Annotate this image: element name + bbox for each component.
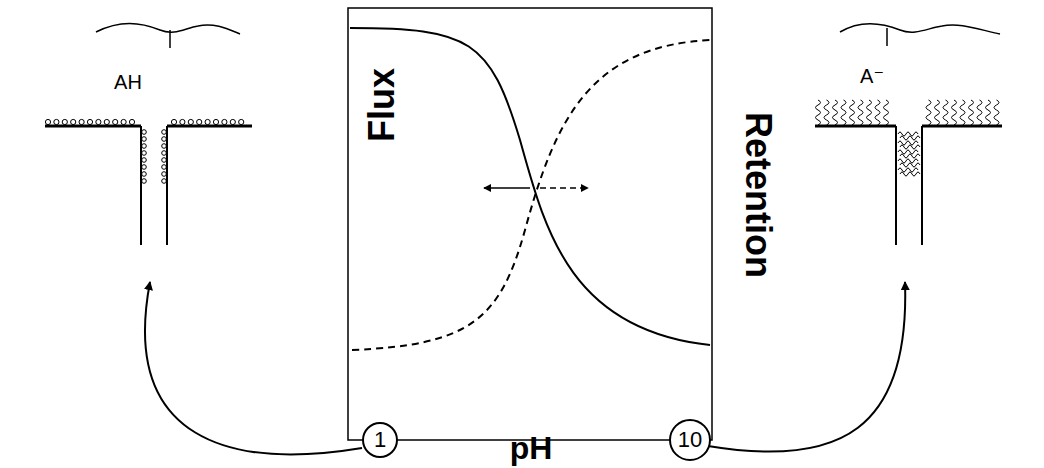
retention-arrow xyxy=(540,187,588,189)
curved-arrow xyxy=(145,282,362,454)
axis-label: pH xyxy=(510,432,553,464)
group-label: AH xyxy=(114,72,142,92)
axis-label: Flux xyxy=(364,68,400,142)
flux-arrow xyxy=(484,187,530,189)
ph-value: 1 xyxy=(374,429,386,451)
ph-value-circle: 10 xyxy=(669,419,712,462)
curved-arrow xyxy=(708,282,905,452)
ph-value-circle: 1 xyxy=(362,422,398,458)
ph-value: 10 xyxy=(678,429,702,451)
group-label: A⁻ xyxy=(860,66,884,86)
membrane-pore-low-ph xyxy=(45,24,252,246)
plot-frame xyxy=(348,8,712,440)
membrane-pore-high-ph xyxy=(815,24,1002,246)
retention-curve xyxy=(352,40,712,350)
flux-curve xyxy=(350,28,710,345)
axis-label: Retention xyxy=(740,112,776,278)
